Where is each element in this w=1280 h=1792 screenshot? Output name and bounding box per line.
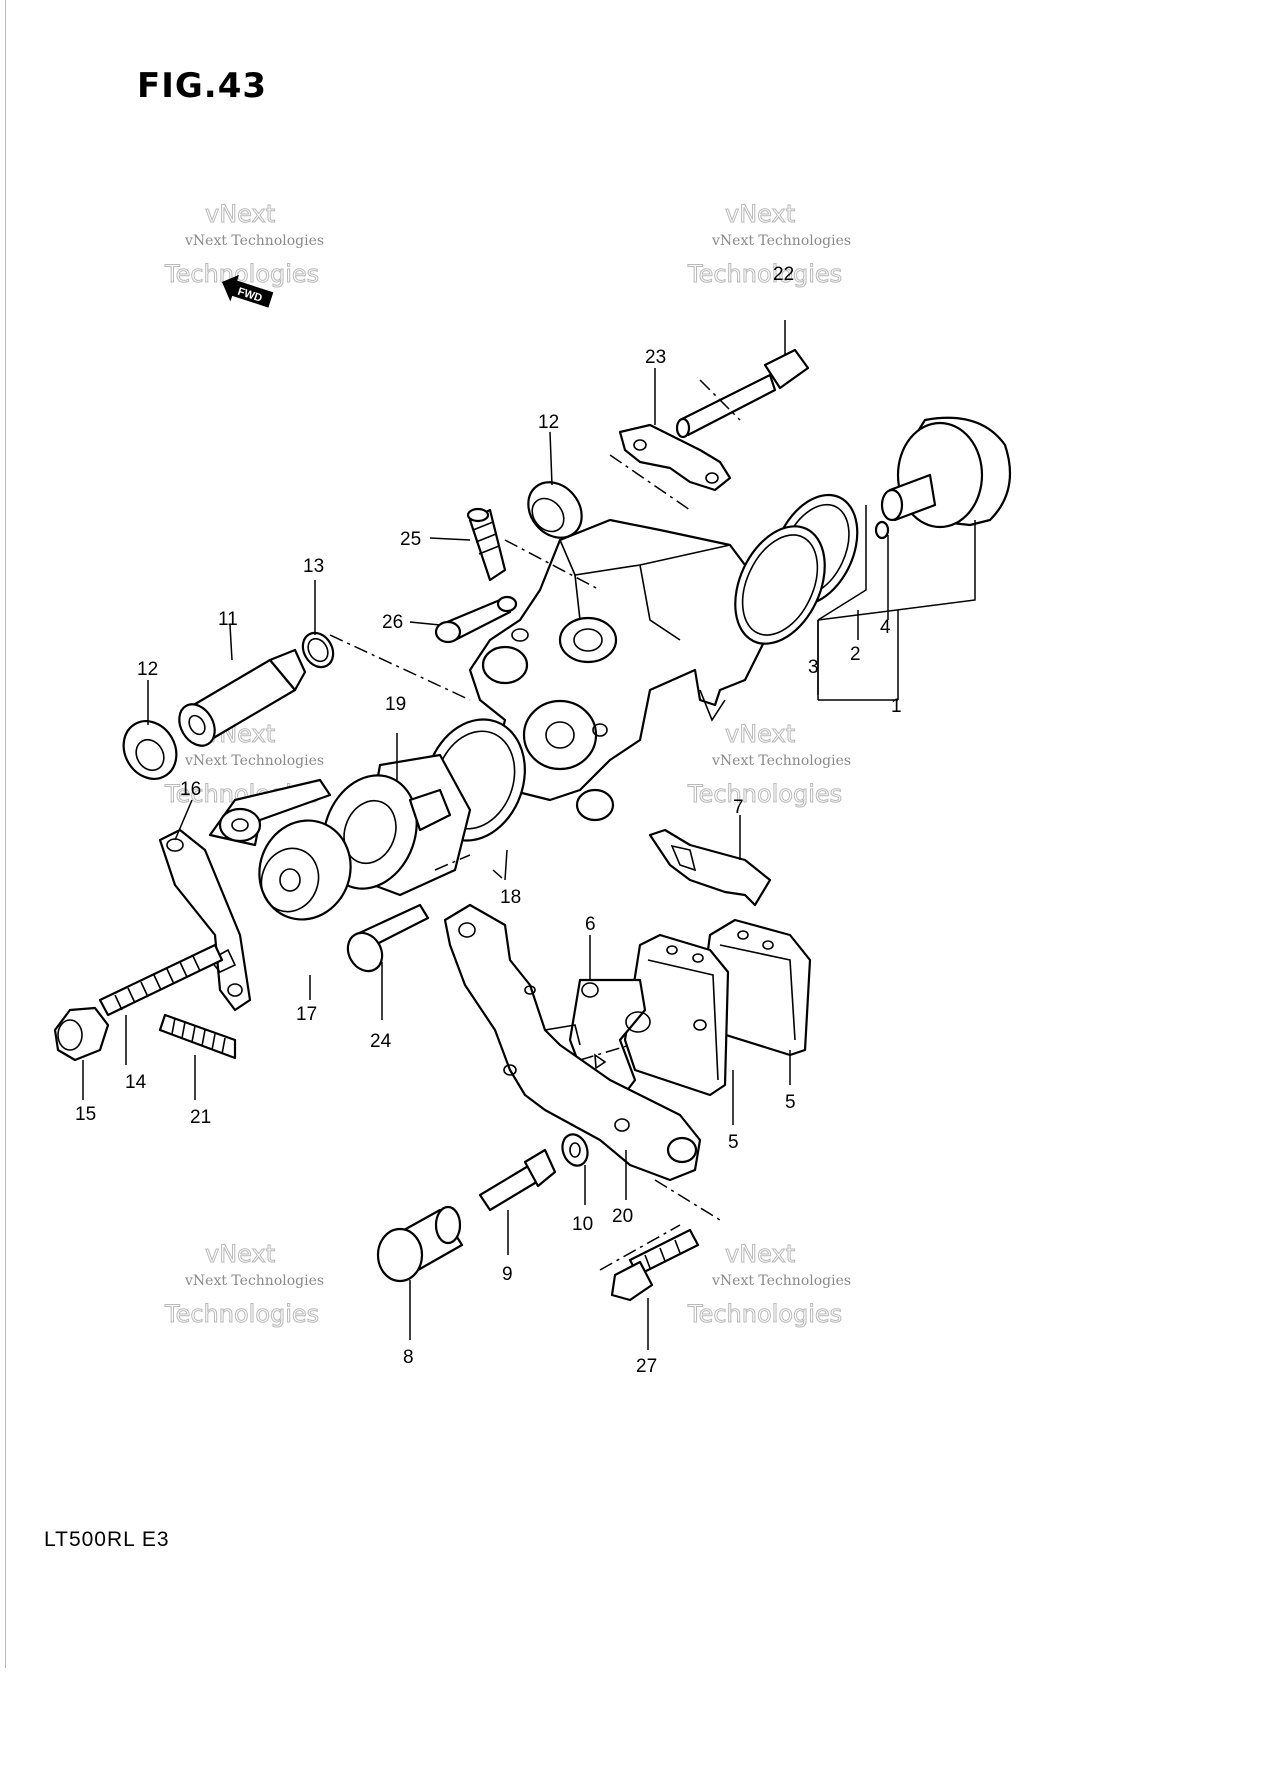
bleeder-cap-26 bbox=[434, 595, 518, 644]
svg-text:Technologies: Technologies bbox=[687, 780, 842, 808]
callout-16: 16 bbox=[180, 779, 201, 800]
callout-5-front: 5 bbox=[728, 1132, 739, 1153]
watermark-top-left: vNext vNext Technologies Technologies bbox=[164, 200, 325, 289]
svg-text:vNext Technologies: vNext Technologies bbox=[711, 233, 851, 249]
caliper-bracket-20 bbox=[443, 903, 702, 1182]
callout-15: 15 bbox=[75, 1104, 96, 1125]
callout-6: 6 bbox=[585, 914, 596, 935]
callout-11: 11 bbox=[218, 609, 238, 630]
callout-21: 21 bbox=[190, 1107, 211, 1128]
callout-1: 1 bbox=[891, 696, 902, 717]
svg-text:Technologies: Technologies bbox=[164, 1300, 319, 1328]
callout-18: 18 bbox=[500, 887, 521, 908]
callout-3: 3 bbox=[808, 657, 819, 678]
watermark-bottom-right: vNext vNext Technologies Technologies bbox=[687, 1240, 852, 1329]
plate-23 bbox=[618, 423, 732, 492]
svg-text:vNext Technologies: vNext Technologies bbox=[184, 233, 324, 249]
bolt-27 bbox=[610, 1228, 700, 1302]
callout-25: 25 bbox=[400, 529, 421, 550]
callout-numbers: 22 23 12 25 26 13 11 12 19 16 18 17 24 1… bbox=[75, 264, 902, 1377]
assembly-lines bbox=[329, 379, 741, 1271]
model-code: LT500RL E3 bbox=[44, 1528, 170, 1551]
callout-26: 26 bbox=[382, 612, 403, 633]
pin-8 bbox=[376, 1205, 464, 1283]
piston-assembly bbox=[734, 416, 1012, 645]
svg-text:vNext: vNext bbox=[205, 1240, 275, 1268]
callout-17: 17 bbox=[296, 1004, 317, 1025]
callout-9: 9 bbox=[502, 1264, 513, 1285]
svg-text:vNext Technologies: vNext Technologies bbox=[711, 1273, 851, 1289]
washer-10 bbox=[561, 1133, 589, 1167]
bolt-22 bbox=[675, 348, 810, 439]
callout-24: 24 bbox=[370, 1031, 392, 1052]
svg-text:vNext Technologies: vNext Technologies bbox=[711, 753, 851, 769]
callout-22: 22 bbox=[773, 264, 794, 285]
bolt-24 bbox=[346, 903, 430, 973]
svg-text:Technologies: Technologies bbox=[687, 260, 842, 288]
slide-pin-11 bbox=[178, 648, 307, 747]
callout-13: 13 bbox=[303, 556, 324, 577]
leader-lines bbox=[82, 320, 976, 1350]
svg-text:vNext: vNext bbox=[725, 200, 795, 228]
callout-10: 10 bbox=[572, 1214, 593, 1235]
callout-5-rear: 5 bbox=[785, 1092, 796, 1113]
o-ring-13 bbox=[301, 631, 335, 669]
svg-text:Technologies: Technologies bbox=[687, 1300, 842, 1328]
svg-text:vNext: vNext bbox=[725, 1240, 795, 1268]
watermark-bottom-left: vNext vNext Technologies Technologies bbox=[164, 1240, 325, 1329]
svg-text:vNext: vNext bbox=[205, 200, 275, 228]
callout-19: 19 bbox=[385, 694, 406, 715]
bleeder-valve-25 bbox=[466, 507, 507, 582]
callout-4: 4 bbox=[880, 617, 891, 638]
cap-17 bbox=[258, 819, 352, 921]
callout-20: 20 bbox=[612, 1206, 633, 1227]
pad-spring-7 bbox=[648, 828, 772, 907]
figure-title: FIG.43 bbox=[137, 66, 268, 106]
callout-23: 23 bbox=[645, 347, 666, 368]
callout-14: 14 bbox=[125, 1072, 147, 1093]
caliper-body bbox=[468, 518, 767, 822]
nut-15 bbox=[53, 1006, 110, 1062]
lever-arm bbox=[208, 778, 332, 847]
callout-2: 2 bbox=[850, 644, 861, 665]
callout-12-left: 12 bbox=[137, 659, 158, 680]
callout-8: 8 bbox=[403, 1347, 414, 1368]
callout-7: 7 bbox=[733, 797, 744, 818]
callout-27: 27 bbox=[636, 1356, 657, 1377]
boot-12-upper bbox=[527, 481, 583, 539]
svg-text:vNext Technologies: vNext Technologies bbox=[184, 1273, 324, 1289]
svg-text:vNext: vNext bbox=[725, 720, 795, 748]
brake-pad-5-front bbox=[623, 933, 730, 1097]
svg-text:vNext Technologies: vNext Technologies bbox=[184, 753, 324, 769]
callout-12-upper: 12 bbox=[538, 412, 559, 433]
watermark-mid-left: vNext vNext Technologies Technologies bbox=[164, 720, 325, 809]
page-edge-rule bbox=[5, 0, 6, 1668]
bolt-9 bbox=[478, 1148, 557, 1212]
watermark-mid-right: vNext vNext Technologies Technologies bbox=[687, 720, 852, 809]
spring-21 bbox=[158, 1013, 237, 1060]
watermark-top-right: vNext vNext Technologies Technologies bbox=[687, 200, 852, 289]
adjuster-bolt-14 bbox=[98, 943, 224, 1017]
boot-12-left bbox=[122, 720, 178, 780]
